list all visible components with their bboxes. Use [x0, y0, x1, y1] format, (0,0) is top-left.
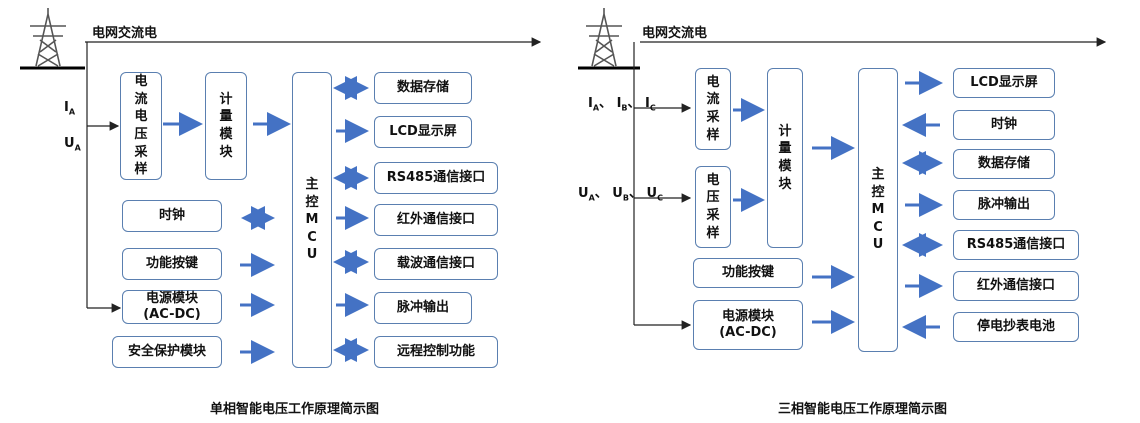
- lcd-box-right: LCD显示屏: [953, 68, 1055, 98]
- left-caption: 单相智能电压工作原理简示图: [210, 402, 380, 417]
- remote-control-box: 远程控制功能: [374, 336, 498, 368]
- backup-battery-box: 停电抄表电池: [953, 312, 1079, 342]
- mcu-box: 主控MCU: [292, 72, 332, 368]
- pulse-output-box: 脉冲输出: [374, 292, 472, 324]
- data-storage-box: 数据存储: [374, 72, 472, 104]
- clock-box-right: 时钟: [953, 110, 1055, 140]
- carrier-box: 载波通信接口: [374, 248, 498, 280]
- current-input-label: IA: [64, 100, 76, 117]
- metering-box-right: 计量模块: [767, 68, 803, 248]
- grid-label-right: 电网交流电: [642, 26, 708, 41]
- pulse-output-box-right: 脉冲输出: [953, 190, 1055, 220]
- mcu-box-right: 主控MCU: [858, 68, 898, 352]
- current-inputs-label: IA、 IB、 IC: [588, 96, 656, 113]
- infrared-box-right: 红外通信接口: [953, 271, 1079, 301]
- rs485-box-right: RS485通信接口: [953, 230, 1079, 260]
- sampling-box: 电流电压采样: [120, 72, 162, 180]
- power-module-box-right: 电源模块 (AC-DC): [693, 300, 803, 350]
- voltage-sampling-box: 电压采样: [695, 166, 731, 248]
- metering-box: 计量模块: [205, 72, 247, 180]
- power-tower-icon-right: [578, 8, 640, 70]
- power-module-box: 电源模块 (AC-DC): [122, 290, 222, 324]
- voltage-inputs-label: UA、 UB、 UC: [578, 186, 663, 203]
- safety-protection-box: 安全保护模块: [112, 336, 222, 368]
- clock-box: 时钟: [122, 200, 222, 232]
- infrared-box: 红外通信接口: [374, 204, 498, 236]
- rs485-box: RS485通信接口: [374, 162, 498, 194]
- function-key-box: 功能按键: [122, 248, 222, 280]
- right-caption: 三相智能电压工作原理简示图: [778, 402, 948, 417]
- grid-label: 电网交流电: [92, 26, 158, 41]
- current-sampling-box: 电流采样: [695, 68, 731, 150]
- voltage-input-label: UA: [64, 136, 81, 153]
- lcd-box: LCD显示屏: [374, 116, 472, 148]
- power-tower-icon: [20, 8, 85, 70]
- function-key-box-right: 功能按键: [693, 258, 803, 288]
- data-storage-box-right: 数据存储: [953, 149, 1055, 179]
